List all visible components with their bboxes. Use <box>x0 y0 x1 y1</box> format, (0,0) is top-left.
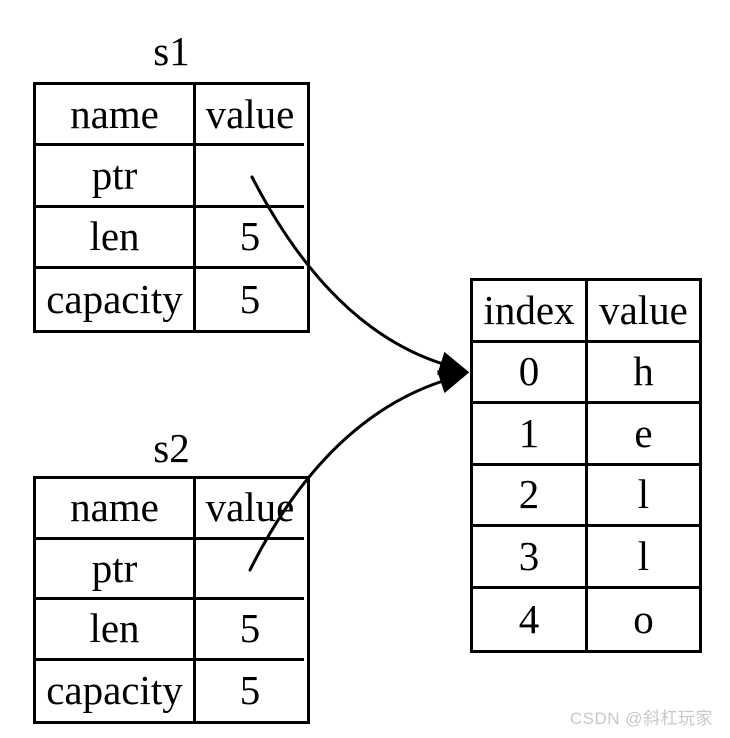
heap-row-4-value: o <box>633 595 654 642</box>
heap-row-3-index: 3 <box>473 527 588 589</box>
s2-header-value: value <box>196 479 304 540</box>
s2-len-label: len <box>36 600 196 661</box>
s1-header-name: name <box>36 85 196 147</box>
heap-row-0-value: h <box>588 343 699 404</box>
s1-len-label: len <box>36 207 196 269</box>
s2-len-value: 5 <box>196 600 304 661</box>
csdn-watermark: CSDN @斜杠玩家 <box>569 709 713 728</box>
s2-capacity-label: capacity <box>36 660 196 721</box>
heap-header-value: value <box>588 281 699 343</box>
s1-capacity-label: capacity <box>36 268 196 330</box>
heap-row-4-index: 4 <box>473 588 588 650</box>
heap-row-2-index: 2 <box>473 465 588 527</box>
heap-row-2-value: l <box>588 466 699 527</box>
s1-header-value: value <box>196 85 304 147</box>
s1-title: s1 <box>153 28 190 74</box>
s2-struct-table: name value ptr len 5 capacity 5 <box>33 476 310 724</box>
s2-ptr-label: ptr <box>36 539 196 600</box>
heap-row-1-value: e <box>588 404 699 466</box>
s2-title: s2 <box>153 425 190 471</box>
heap-buffer-table: index value 0 h 1 e 2 l 3 l 4 o <box>470 278 702 653</box>
s2-header-name: name <box>36 479 196 540</box>
s1-capacity-value: 5 <box>239 275 261 322</box>
heap-row-0-index: 0 <box>473 342 588 404</box>
s1-ptr-label: ptr <box>36 146 196 208</box>
heap-header-index: index <box>473 281 588 343</box>
s1-struct-table: name value ptr len 5 capacity 5 <box>33 82 310 333</box>
s2-capacity-value: 5 <box>239 667 261 714</box>
heap-row-1-index: 1 <box>473 404 588 466</box>
s1-ptr-value <box>196 146 304 208</box>
heap-row-3-value: l <box>588 527 699 589</box>
s1-len-value: 5 <box>196 208 304 269</box>
s2-ptr-value <box>196 540 304 600</box>
